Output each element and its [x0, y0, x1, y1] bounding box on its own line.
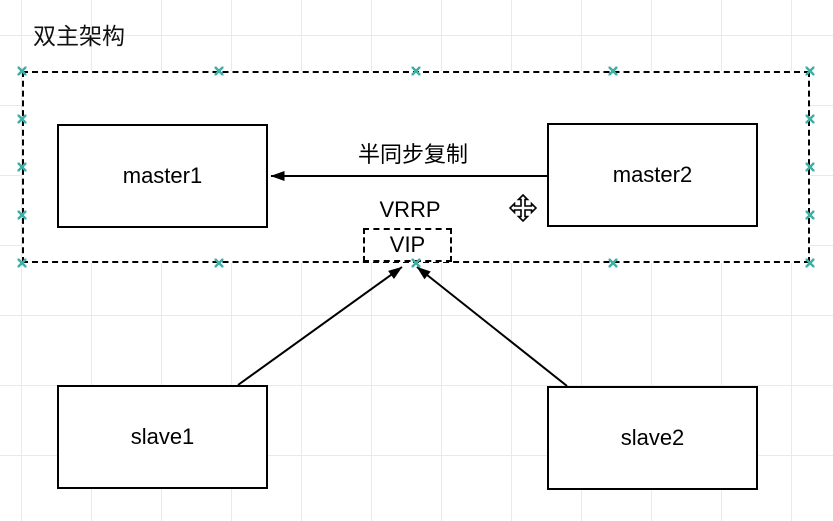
edge-label-replication[interactable]: 半同步复制	[346, 142, 480, 168]
connection-point-icon	[17, 66, 27, 76]
node-slave1[interactable]: slave1	[57, 385, 268, 489]
connection-point-icon	[214, 258, 224, 268]
connection-point-icon	[214, 66, 224, 76]
connection-point-icon	[805, 210, 815, 220]
connection-point-icon	[17, 258, 27, 268]
node-master2[interactable]: master2	[547, 123, 758, 227]
connection-point-icon	[411, 66, 421, 76]
connection-point-icon	[17, 114, 27, 124]
node-vip-label: VIP	[389, 232, 426, 257]
connection-point-icon	[608, 66, 618, 76]
connection-point-icon	[411, 258, 421, 268]
connection-point-icon	[805, 66, 815, 76]
node-slave2-label: slave2	[620, 425, 685, 450]
move-cursor-icon	[508, 193, 538, 223]
connection-point-icon	[805, 162, 815, 172]
node-master1[interactable]: master1	[57, 124, 268, 228]
diagram-title[interactable]: 双主架构	[33, 23, 125, 49]
connection-point-icon	[608, 258, 618, 268]
node-master2-label: master2	[612, 162, 693, 187]
node-slave2[interactable]: slave2	[547, 386, 758, 490]
connection-point-icon	[805, 114, 815, 124]
connection-point-icon	[17, 162, 27, 172]
edge-slave2-to-vip-arrow[interactable]	[416, 266, 568, 387]
edge-slave1-to-vip-arrow[interactable]	[237, 266, 403, 386]
node-vip[interactable]: VIP	[363, 228, 452, 262]
node-slave1-label: slave1	[130, 424, 195, 449]
connection-point-icon	[805, 258, 815, 268]
node-master1-label: master1	[122, 163, 203, 188]
label-vrrp[interactable]: VRRP	[379, 197, 441, 222]
connection-point-icon	[17, 210, 27, 220]
